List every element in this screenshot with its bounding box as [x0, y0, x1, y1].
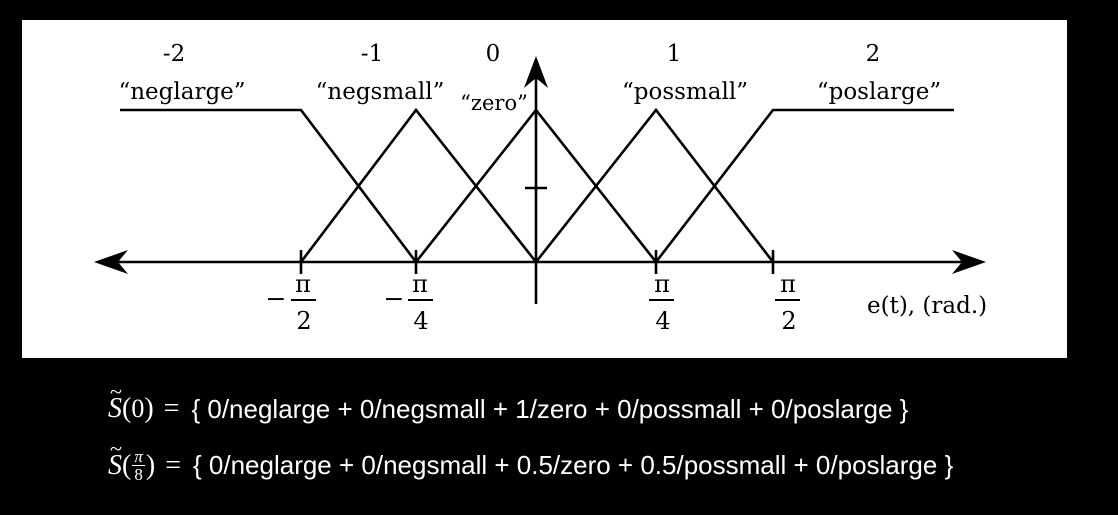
poslarge-membership	[654, 108, 954, 263]
set-index-possmall: 1	[667, 41, 682, 67]
equation-1-function: ~S	[108, 379, 122, 425]
set-name-zero: “zero”	[460, 91, 528, 115]
set-name-poslarge: “poslarge”	[817, 79, 941, 105]
neglarge-membership	[120, 108, 418, 263]
tick-label-pi-over-4: π 4	[649, 270, 674, 335]
equation-1-argument: 0	[131, 394, 145, 423]
svg-text:−: −	[384, 284, 405, 313]
svg-text:π: π	[780, 270, 796, 298]
function-symbol: S	[108, 393, 122, 424]
y-axis-arrowhead	[524, 56, 548, 88]
svg-text:2: 2	[781, 307, 796, 335]
tick-label-neg-pi-over-2: − π 2	[266, 270, 316, 335]
svg-text:π: π	[295, 270, 311, 298]
set-index-negsmall: -1	[361, 41, 383, 67]
set-name-neglarge: “neglarge”	[118, 79, 245, 105]
svg-text:π: π	[654, 270, 670, 298]
set-index-zero: 0	[486, 41, 501, 67]
x-axis-label: e(t), (rad.)	[867, 293, 987, 319]
membership-function-svg: -2 -1 0 1 2 “neglarge” “negsmall” “zero”…	[94, 41, 987, 335]
equals-sign: =	[165, 449, 181, 481]
equation-2-function: ~S	[108, 436, 122, 482]
tick-label-pi-over-2: π 2	[775, 270, 800, 335]
tilde-accent: ~	[110, 435, 122, 461]
equation-1: ~S(0)={ 0/neglarge + 0/negsmall + 1/zero…	[108, 379, 909, 425]
equation-1-body: { 0/neglarge + 0/negsmall + 1/zero + 0/p…	[191, 393, 909, 424]
tick-label-neg-pi-over-4: − π 4	[384, 270, 433, 335]
set-name-possmall: “possmall”	[622, 79, 748, 105]
x-axis-left-arrowhead	[94, 250, 128, 274]
svg-text:4: 4	[413, 307, 428, 335]
set-index-neglarge: -2	[163, 41, 185, 67]
membership-function-figure: -2 -1 0 1 2 “neglarge” “negsmall” “zero”…	[22, 20, 1067, 358]
equals-sign: =	[163, 393, 180, 424]
function-symbol: S	[108, 449, 122, 481]
set-name-negsmall: “negsmall”	[316, 79, 445, 105]
equation-2-body: { 0/neglarge + 0/negsmall + 0.5/zero + 0…	[192, 450, 954, 480]
possmall-membership	[534, 107, 775, 263]
svg-text:4: 4	[655, 307, 670, 335]
x-axis-right-arrowhead	[952, 250, 986, 274]
fraction-denominator: 8	[134, 465, 143, 484]
tilde-accent: ~	[110, 379, 122, 404]
svg-text:π: π	[412, 270, 428, 298]
zero-membership	[414, 107, 658, 263]
svg-text:−: −	[266, 284, 287, 313]
set-index-poslarge: 2	[866, 41, 881, 67]
negsmall-membership	[299, 107, 538, 263]
svg-text:2: 2	[296, 307, 311, 335]
fraction-numerator: π	[132, 447, 145, 466]
